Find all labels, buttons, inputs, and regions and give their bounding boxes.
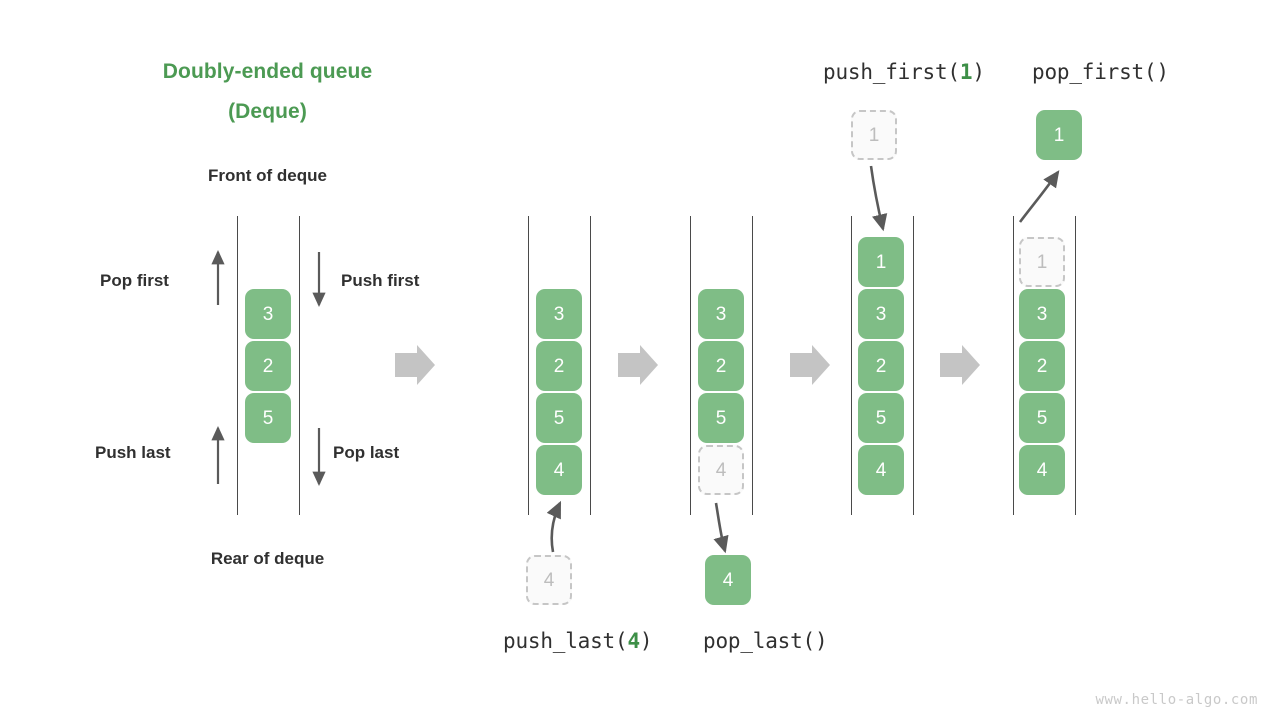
rail-left [690,216,691,515]
op-push-first-close: ) [972,60,985,84]
node: 5 [858,393,904,443]
op-push-first-arg: 1 [959,60,973,84]
rail-right [913,216,914,515]
push-last-insert-arrow [546,500,562,553]
node: 5 [698,393,744,443]
floating-node: 1 [1036,110,1082,160]
floating-node: 4 [705,555,751,605]
node-ghost: 1 [1019,237,1065,287]
op-pop-last-name: pop_last() [703,629,828,653]
op-caption-pop-last: pop_last() [703,629,828,653]
node: 3 [698,289,744,339]
rail-right [590,216,591,515]
push-last-label: Push last [95,443,171,462]
pop-first-label: Pop first [100,271,169,290]
front-of-deque-label: Front of deque [208,166,327,185]
node: 5 [1019,393,1065,443]
node: 4 [1019,445,1065,495]
rail-left [528,216,529,515]
rail-left [237,216,238,515]
node-ghost: 4 [698,445,744,495]
node: 2 [858,341,904,391]
op-push-last-close: ) [639,629,653,653]
node: 4 [858,445,904,495]
node: 2 [698,341,744,391]
diagram-title-line2: (Deque) [228,100,307,123]
rail-left [1013,216,1014,515]
op-push-last-arg: 4 [627,629,640,653]
rail-right [1075,216,1076,515]
node: 2 [536,341,582,391]
op-caption-push-first: push_first(1) [823,60,985,84]
rail-right [752,216,753,515]
pop-last-remove-arrow [713,502,729,554]
node: 4 [536,445,582,495]
pop-last-label: Pop last [333,443,400,462]
floating-node-ghost: 4 [526,555,572,605]
node: 3 [536,289,582,339]
node: 5 [245,393,291,443]
node: 3 [858,289,904,339]
node: 2 [245,341,291,391]
floating-node-ghost: 1 [851,110,897,160]
node: 2 [1019,341,1065,391]
op-push-last-name: push_last( [503,629,628,653]
pop-first-remove-arrow [1018,170,1060,223]
node: 3 [1019,289,1065,339]
watermark: www.hello-algo.com [1095,692,1258,708]
rail-right [299,216,300,515]
node: 1 [858,237,904,287]
push-first-insert-arrow [869,165,888,232]
op-push-first-name: push_first( [823,60,960,84]
transition-block-arrow [395,345,435,385]
diagram-title-line1: Doubly-ended queue [162,60,373,83]
node: 3 [245,289,291,339]
op-caption-pop-first: pop_first() [1032,60,1169,84]
rear-of-deque-label: Rear of deque [210,549,325,568]
transition-block-arrow [940,345,980,385]
op-caption-push-last: push_last(4) [503,629,653,653]
rail-left [851,216,852,515]
node: 5 [536,393,582,443]
push-first-label: Push first [341,271,420,290]
transition-block-arrow [790,345,830,385]
op-pop-first-name: pop_first() [1032,60,1169,84]
transition-block-arrow [618,345,658,385]
